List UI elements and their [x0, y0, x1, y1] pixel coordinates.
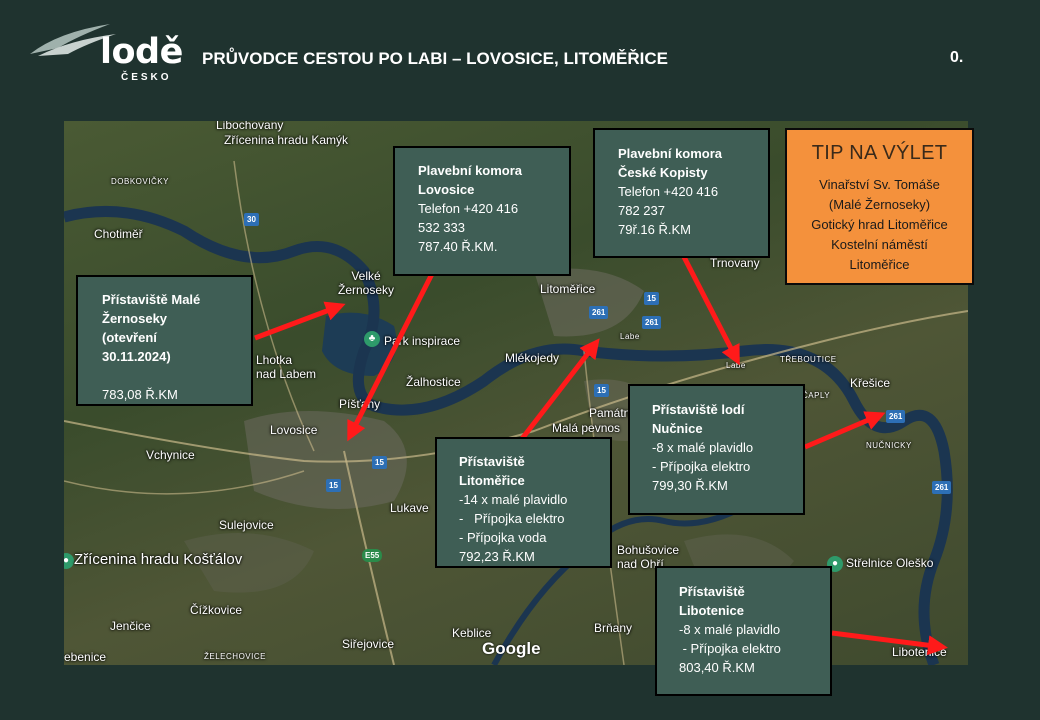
map-label-lovosice: Lovosice	[270, 423, 318, 437]
tip-line-5: Litoměřice	[849, 257, 910, 272]
box-male-zernoseky-title-4: 30.11.2024)	[102, 349, 171, 364]
box-nucnice-line-1: -8 x malé plavidlo	[652, 440, 754, 455]
box-komora-lovosice-title-2: Lovosice	[418, 182, 475, 197]
box-komora-kopisty: Plavební komora České Kopisty Telefon +4…	[593, 128, 770, 258]
box-nucnice-title-2: Nučnice	[652, 421, 703, 436]
box-male-zernoseky-title-1: Přístaviště Malé	[102, 292, 201, 307]
page-title: PRŮVODCE CESTOU PO LABI – LOVOSICE, LITO…	[202, 49, 668, 68]
box-libotenice-line-2: - Přípojka elektro	[679, 641, 781, 656]
box-litomerice-line-2: - Přípojka elektro	[459, 511, 565, 526]
box-libotenice-title-1: Přístaviště	[679, 584, 745, 599]
road-shield-261d: 261	[932, 481, 952, 494]
tip-line-1: Vinařství Sv. Tomáše	[819, 177, 940, 192]
map-label-jencice: Jenčice	[110, 619, 151, 633]
box-libotenice-km: 803,40 Ř.KM	[679, 660, 755, 675]
box-komora-kopisty-km: 79ř.16 Ř.KM	[618, 222, 691, 237]
map-label-pistany: Píšťany	[339, 397, 381, 411]
map-label-vchynice: Vchynice	[146, 448, 195, 462]
map-label-mala-pevnost: Malá pevnos	[552, 421, 621, 435]
tip-title: TIP NA VÝLET	[811, 142, 948, 164]
map-label-trebenice: ebenice	[64, 650, 107, 664]
road-shield-261c: 261	[886, 410, 906, 423]
map-label-zricenina-kostalov: Zřícenina hradu Košťálov	[74, 551, 243, 568]
box-male-zernoseky-title-3: (otevření	[102, 330, 157, 345]
box-male-zernoseky: Přístaviště Malé Žernoseky (otevření 30.…	[76, 275, 253, 406]
box-nucnice-title-1: Přístaviště lodí	[652, 402, 745, 417]
box-male-zernoseky-title-2: Žernoseky	[102, 311, 168, 326]
tip-box: TIP NA VÝLET Vinařství Sv. Tomáše (Malé …	[785, 128, 974, 285]
map-label-sulejovice: Sulejovice	[219, 518, 274, 532]
road-shield-15c: 15	[372, 456, 387, 469]
map-label-park-inspirace: Park inspirace	[384, 334, 461, 348]
box-komora-kopisty-title-2: České Kopisty	[618, 165, 708, 180]
box-nucnice-km: 799,30 Ř.KM	[652, 478, 728, 493]
box-nucnice: Přístaviště lodí Nučnice -8 x malé plavi…	[628, 384, 805, 515]
logo-subtitle: ČESKO	[121, 72, 172, 83]
map-label-zricenina-kamyk: Zřícenina hradu Kamýk	[224, 133, 349, 147]
map-label-lukave: Lukave	[390, 501, 429, 515]
map-label-mlekojedy: Mlékojedy	[505, 351, 560, 365]
map-label-sirejovice: Siřejovice	[342, 637, 395, 651]
box-komora-kopisty-title-1: Plavební komora	[618, 146, 723, 161]
box-nucnice-line-2: - Přípojka elektro	[652, 459, 751, 474]
box-litomerice-title-2: Litoměřice	[459, 473, 525, 488]
box-litomerice: Přístaviště Litoměřice -14 x malé plavid…	[435, 437, 612, 568]
box-komora-kopisty-phone-1: Telefon +420 416	[618, 184, 719, 199]
map-label-bohusovice: Bohušovice nad Ohří	[617, 543, 680, 571]
castle-pin-icon[interactable]: ●	[64, 553, 74, 569]
box-komora-lovosice-km: 787.40 Ř.KM.	[418, 239, 498, 254]
box-komora-kopisty-phone-2: 782 237	[618, 203, 665, 218]
map-label-caply: ČAPLY	[802, 391, 831, 400]
map-label-lhotka: Lhotka nad Labem	[256, 353, 317, 381]
map-label-labe-1: Labe	[620, 332, 640, 341]
box-libotenice-line-1: -8 x malé plavidlo	[679, 622, 781, 637]
box-male-zernoseky-km: 783,08 Ř.KM	[102, 387, 178, 402]
box-litomerice-km: 792,23 Ř.KM	[459, 549, 535, 564]
map-label-brnany: Brňany	[594, 621, 633, 635]
map-label-cizkovice: Čížkovice	[190, 603, 243, 617]
map-label-dobkovicky: DOBKOVIČKY	[111, 177, 169, 186]
lode-cesko-logo: lodě ČESKO	[28, 22, 183, 84]
map-label-strelnice: Střelnice Oleško	[846, 556, 934, 570]
park-pin-icon[interactable]: ♣	[364, 331, 380, 347]
box-litomerice-line-1: -14 x malé plavidlo	[459, 492, 568, 507]
map-label-keblice: Keblice	[452, 626, 492, 640]
map-label-kresice: Křešice	[850, 376, 891, 390]
box-libotenice-title-2: Libotenice	[679, 603, 745, 618]
tip-line-3: Gotický hrad Litoměřice	[811, 217, 948, 232]
map-label-nucnicky: NUČNICKY	[866, 441, 912, 450]
box-litomerice-line-3: - Přípojka voda	[459, 530, 547, 545]
map-label-litomerice: Litoměřice	[540, 282, 596, 296]
tip-line-2: (Malé Žernoseky)	[828, 197, 931, 212]
box-litomerice-title-1: Přístaviště	[459, 454, 525, 469]
map-label-libotenice: Libotenice	[892, 645, 947, 659]
page-number: 0.	[950, 49, 964, 66]
map-label-zelechovice: ŽELECHOVICE	[204, 652, 266, 661]
map-label-zalhostice: Žalhostice	[406, 375, 461, 389]
box-komora-lovosice: Plavební komora Lovosice Telefon +420 41…	[393, 146, 571, 276]
road-shield-15a: 15	[644, 292, 659, 305]
road-shield-15b: 15	[594, 384, 609, 397]
google-logo: Google	[482, 639, 541, 658]
road-shield-e55: E55	[362, 549, 383, 562]
box-komora-lovosice-phone-2: 532 333	[418, 220, 465, 235]
map-label-trnovany: Trnovany	[710, 256, 760, 270]
road-shield-261a: 261	[589, 306, 609, 319]
tip-line-4: Kostelní náměstí	[831, 237, 928, 252]
map-label-pamatnik: Památn	[589, 406, 631, 420]
road-shield-15d: 15	[326, 479, 341, 492]
map-label-chotimer: Chotiměř	[94, 227, 143, 241]
logo-word: lodě	[100, 32, 183, 72]
box-komora-lovosice-phone-1: Telefon +420 416	[418, 201, 519, 216]
map-label-treboutice: TŘEBOUTICE	[780, 355, 837, 364]
map-label-libochovany: Libochovany	[216, 121, 284, 132]
road-shield-261b: 261	[642, 316, 662, 329]
box-komora-lovosice-title-1: Plavební komora	[418, 163, 523, 178]
road-shield-30: 30	[244, 213, 259, 226]
box-libotenice: Přístaviště Libotenice -8 x malé plavidl…	[655, 566, 832, 696]
map-label-labe-2: Labe	[726, 361, 746, 370]
map-label-velke-zernoseky: Velké Žernoseky	[338, 269, 395, 297]
logo-wave-icon	[30, 24, 116, 56]
